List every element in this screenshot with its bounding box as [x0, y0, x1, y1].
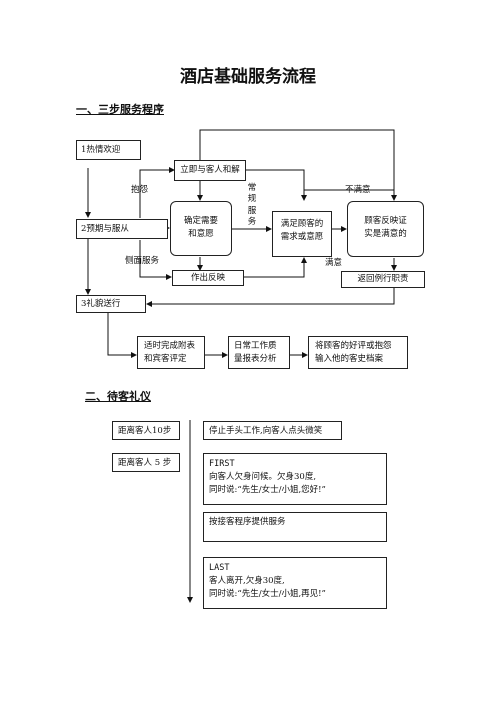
- daily-line2: 量报表分析: [234, 354, 277, 365]
- box-stop-work: 停止手头工作,向客人点头微笑: [203, 421, 342, 440]
- first-title: FIRST: [209, 459, 235, 469]
- box-confirm-need: 确定需要 和意愿: [170, 201, 232, 256]
- label-side-service: 侧面服务: [125, 256, 160, 266]
- box-last-farewell: LAST 客人离开,欠身30度, 同时说:“先生/女士/小姐,再见!”: [203, 557, 387, 609]
- first-line2: 同时说:“先生/女士/小姐,您好!”: [209, 485, 326, 496]
- box-distance-10: 距离客人10步: [112, 421, 180, 440]
- box-first-greeting: FIRST 向客人欠身问候。欠身30度, 同时说:“先生/女士/小姐,您好!”: [203, 453, 387, 505]
- last-line1: 客人离开,欠身30度,: [209, 576, 285, 587]
- box-daily-report: 日常工作质 量报表分析: [228, 336, 290, 369]
- satisfy-line2: 需求或意愿: [280, 232, 324, 243]
- label-routine-service: 常 规 服 务: [247, 183, 257, 228]
- satisfy-line1: 满足顾客的: [280, 219, 324, 229]
- page-title: 酒店基础服务流程: [180, 67, 316, 87]
- confirm-line1: 确定需要: [183, 216, 218, 226]
- label-satisfied: 满意: [325, 258, 343, 268]
- box-feedback-satisfied: 顾客反映证 实是满意的: [347, 201, 424, 257]
- box-service-procedure: 按接客程序提供服务: [203, 512, 387, 542]
- label-unsatisfied: 不满意: [345, 185, 371, 195]
- last-title: LAST: [209, 563, 230, 573]
- step-farewell: 3礼貌送行: [76, 295, 146, 313]
- record-line2: 输入他的客史档案: [315, 354, 384, 365]
- feedback-line2: 实是满意的: [364, 229, 407, 240]
- section1-heading: 一、三步服务程序: [76, 103, 164, 116]
- last-line2: 同时说:“先生/女士/小姐,再见!”: [209, 589, 326, 600]
- timely-line2: 和宾客评定: [144, 354, 187, 365]
- record-line1: 将顾客的好评或抱怨: [315, 341, 392, 351]
- step-welcome: 1热情欢迎: [76, 140, 141, 160]
- feedback-line1: 顾客反映证: [364, 216, 407, 226]
- daily-line1: 日常工作质: [234, 341, 277, 351]
- first-line1: 向客人欠身问候。欠身30度,: [209, 472, 317, 483]
- section2-heading: 二、待客礼仪: [85, 390, 151, 403]
- box-return-duty: 返回例行职责: [341, 271, 425, 288]
- box-guest-record: 将顾客的好评或抱怨 输入他的客史档案: [308, 336, 408, 369]
- step-anticipate-comply: 2预期与服从: [76, 219, 168, 239]
- timely-line1: 适时完成附表: [144, 341, 196, 351]
- box-immediate-reconcile: 立即与客人和解: [174, 160, 246, 181]
- box-satisfy-need: 满足顾客的 需求或意愿: [272, 211, 332, 257]
- box-react: 作出反映: [172, 270, 244, 286]
- confirm-line2: 和意愿: [188, 229, 214, 240]
- box-distance-5: 距离客人 5 步: [112, 453, 180, 472]
- label-complain: 抱怨: [131, 185, 149, 195]
- box-timely-complete: 适时完成附表 和宾客评定: [137, 336, 205, 369]
